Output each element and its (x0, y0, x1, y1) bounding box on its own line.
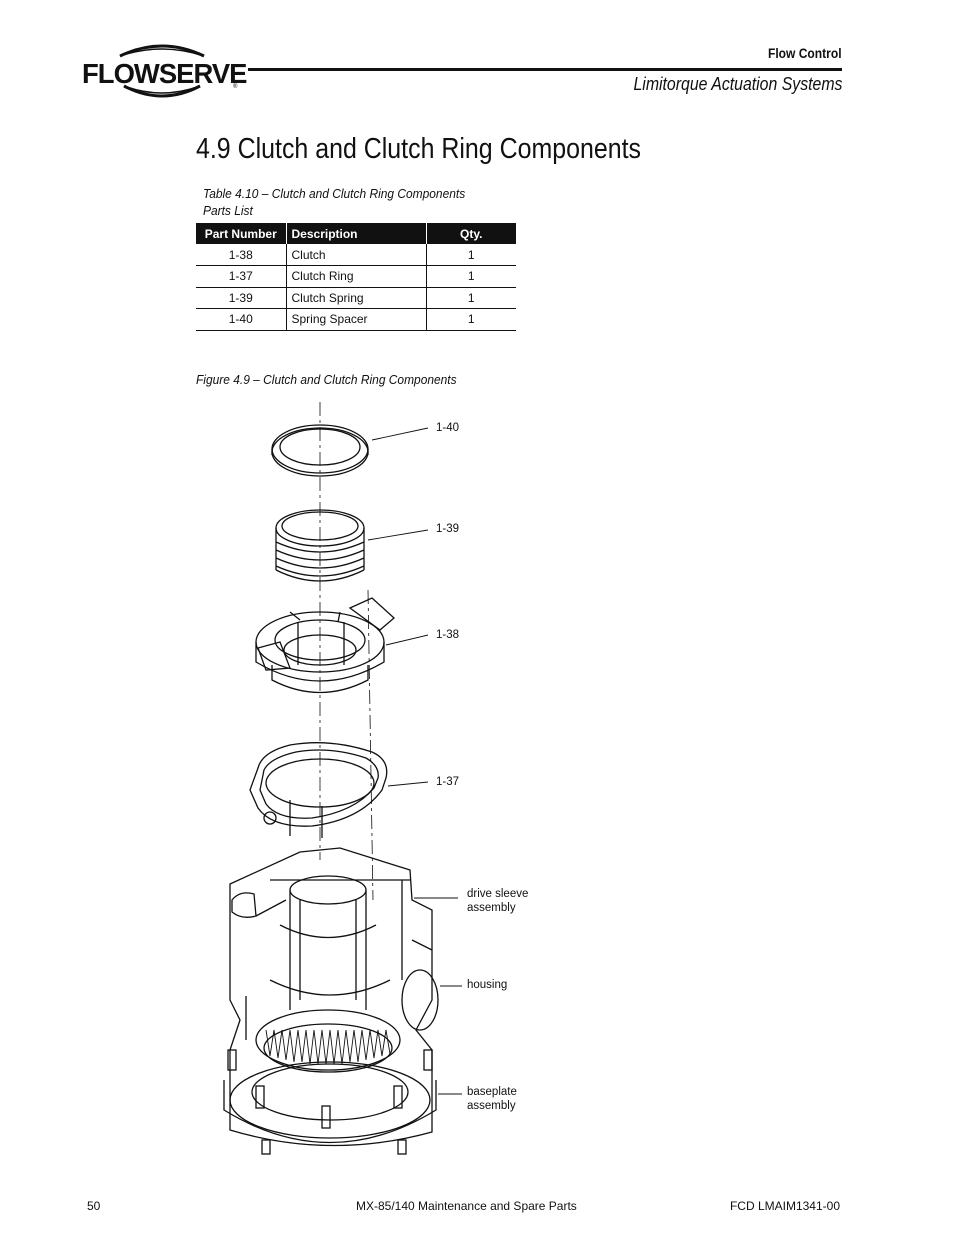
flowserve-logo: ® FLOWSERVE (82, 38, 247, 100)
figure-caption: Figure 4.9 – Clutch and Clutch Ring Comp… (196, 372, 457, 387)
table-header-row: Part Number Description Qty. (196, 223, 516, 244)
parts-table: Part Number Description Qty. 1-38 Clutch… (196, 223, 516, 331)
cell-part-number: 1-38 (196, 244, 287, 266)
table-row: 1-40 Spring Spacer 1 (196, 308, 516, 331)
logo-wordmark: FLOWSERVE (82, 58, 247, 89)
cell-qty: 1 (426, 308, 516, 331)
table-row: 1-39 Clutch Spring 1 (196, 287, 516, 309)
cell-description: Clutch Spring (286, 287, 427, 309)
drive-sleeve-part (255, 875, 401, 1073)
cell-part-number: 1-39 (196, 287, 287, 309)
callout-clutch-ring: 1-37 (436, 776, 460, 788)
cell-description: Clutch (286, 244, 427, 266)
cell-qty: 1 (426, 287, 516, 309)
division-label: Flow Control (768, 45, 842, 61)
logo-swoosh-icon: ® (119, 44, 238, 98)
column-header-part-number: Part Number (196, 223, 287, 244)
cell-qty: 1 (426, 244, 516, 266)
callout-spring-spacer: 1-40 (436, 422, 460, 434)
table-row: 1-38 Clutch 1 (196, 244, 516, 266)
clutch-part (255, 597, 395, 694)
column-header-qty: Qty. (426, 223, 516, 244)
cell-description: Spring Spacer (286, 308, 427, 331)
cell-part-number: 1-37 (196, 265, 287, 288)
spring-spacer-part (271, 424, 369, 477)
column-header-description: Description (286, 223, 427, 244)
section-title: 4.9 Clutch and Clutch Ring Components (196, 133, 642, 165)
header-subtitle: Limitorque Actuation Systems (633, 74, 842, 94)
callout-clutch: 1-38 (436, 629, 460, 641)
cell-qty: 1 (426, 265, 516, 288)
clutch-ring-part (249, 742, 388, 838)
table-caption: Table 4.10 – Clutch and Clutch Ring Comp… (203, 186, 466, 218)
footer-document-code: FCD LMAIM1341-00 (729, 1199, 840, 1213)
callout-housing: housing (467, 979, 508, 991)
cell-description: Clutch Ring (286, 265, 427, 288)
page-number: 50 (87, 1199, 101, 1213)
housing-assembly (229, 847, 439, 1147)
clutch-spring-part (275, 509, 365, 582)
footer-document-title: MX-85/140 Maintenance and Spare Parts (356, 1199, 577, 1213)
svg-text:®: ® (233, 83, 238, 90)
cell-part-number: 1-40 (196, 308, 287, 331)
callout-drive-sleeve: drive sleeve assembly (467, 888, 529, 914)
baseplate-part (223, 1049, 437, 1155)
header-rule (248, 68, 842, 71)
gear-teeth-pattern (265, 1029, 391, 1065)
callout-clutch-spring: 1-39 (436, 523, 460, 535)
callout-baseplate: baseplate assembly (467, 1086, 517, 1112)
table-row: 1-37 Clutch Ring 1 (196, 265, 516, 288)
